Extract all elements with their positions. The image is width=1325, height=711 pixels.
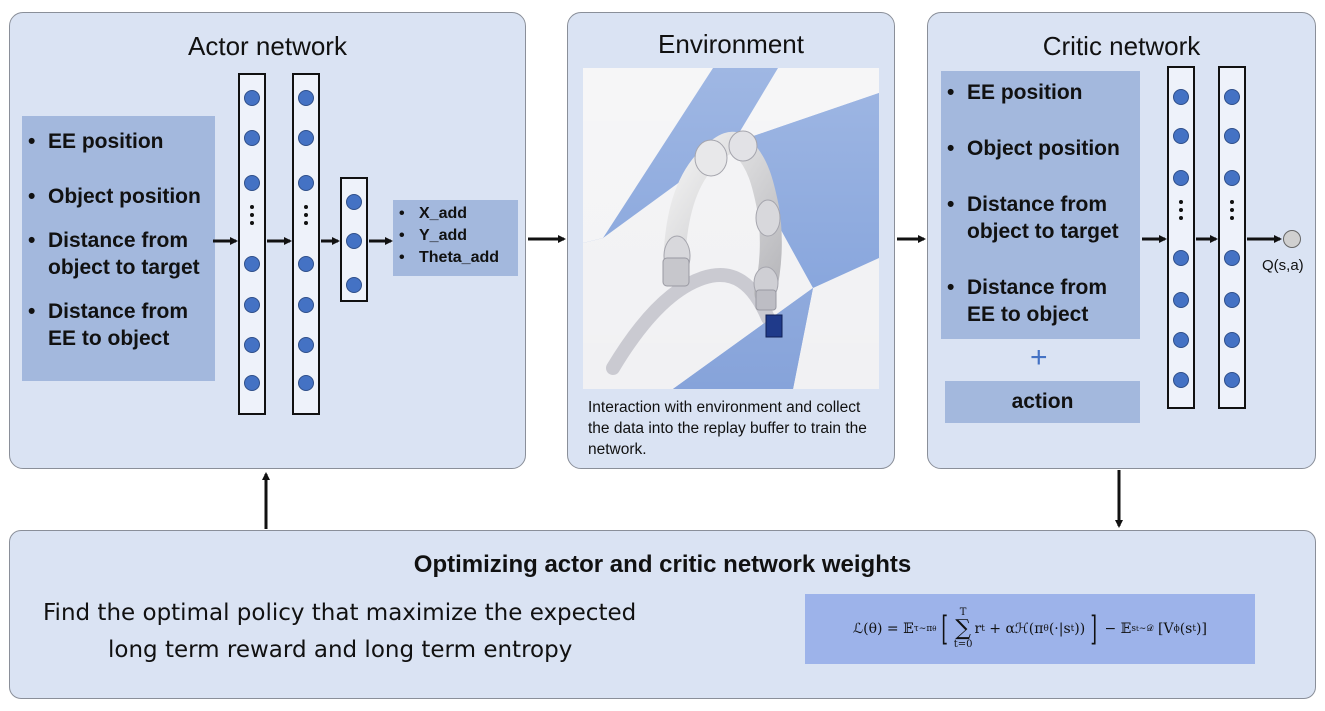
action-label: action: [1011, 390, 1074, 413]
ellipsis-dots: [1230, 200, 1234, 224]
loss-entropy: + αℋ(π: [989, 621, 1044, 637]
loss-entropy-sub: θ: [1043, 624, 1049, 634]
loss-entropy-close: )): [1074, 621, 1086, 637]
loss-minus: − 𝔼: [1104, 621, 1132, 637]
loss-reward: r: [974, 621, 982, 637]
sum-symbol: ∑: [955, 616, 971, 641]
sum-lower: t=0: [953, 639, 973, 650]
critic-input-box: EE position Object position Distance fro…: [941, 71, 1140, 339]
neuron: [1173, 250, 1189, 266]
environment-title: Environment: [658, 29, 804, 59]
ellipsis-dots: [304, 205, 308, 229]
neuron: [1173, 89, 1189, 105]
neuron: [1173, 170, 1189, 186]
neuron: [298, 297, 314, 313]
actor-output-box: X_add Y_add Theta_add: [393, 200, 518, 276]
optimization-description-line2: long term reward and long term entropy: [108, 637, 573, 663]
actor-output-item: X_add: [393, 203, 518, 225]
neuron: [346, 277, 362, 293]
neuron: [298, 90, 314, 106]
critic-input-item: Distance from object to target: [941, 191, 1140, 245]
loss-expect1-sub: τ∼π: [913, 624, 933, 634]
neuron: [244, 256, 260, 272]
neuron: [1224, 128, 1240, 144]
robot-arm-scene: [583, 68, 879, 389]
actor-input-item: Object position: [22, 183, 215, 210]
actor-input-item: Distance from object to target: [22, 227, 215, 281]
loss-expect2-sub: s: [1131, 624, 1136, 634]
optimization-title: Optimizing actor and critic network weig…: [413, 551, 912, 578]
actor-output-item: Theta_add: [393, 247, 518, 269]
neuron: [346, 194, 362, 210]
neuron: [1173, 332, 1189, 348]
actor-output-item: Y_add: [393, 225, 518, 247]
critic-input-item: Object position: [941, 135, 1140, 162]
loss-value-arg: (s: [1179, 621, 1193, 637]
neuron: [1224, 372, 1240, 388]
critic-input-item: EE position: [941, 79, 1140, 106]
actor-input-item: EE position: [22, 128, 215, 155]
optimization-panel: Optimizing actor and critic network weig…: [9, 530, 1316, 699]
ellipsis-dots: [1179, 200, 1183, 224]
neuron: [298, 175, 314, 191]
neuron: [1224, 170, 1240, 186]
loss-entropy-rest-sub: t: [1070, 624, 1075, 634]
neuron: [244, 90, 260, 106]
neuron: [298, 337, 314, 353]
critic-hidden-layer-2: [1218, 66, 1246, 409]
loss-value: V: [1163, 621, 1174, 637]
actor-input-item: Distance from EE to object: [22, 298, 215, 352]
actor-input-box: EE position Object position Distance fro…: [22, 116, 215, 381]
neuron: [298, 256, 314, 272]
q-value-label: Q(s,a): [1262, 257, 1304, 274]
neuron: [1224, 292, 1240, 308]
loss-lhs: ℒ(θ) =: [853, 621, 899, 637]
neuron: [1173, 372, 1189, 388]
neuron: [1224, 89, 1240, 105]
optimization-description-line1: Find the optimal policy that maximize th…: [43, 600, 637, 626]
neuron: [1173, 128, 1189, 144]
loss-value-arg-sub: t: [1192, 624, 1196, 634]
neuron: [244, 130, 260, 146]
neuron: [1224, 250, 1240, 266]
action-box: action: [945, 381, 1140, 423]
neuron: [298, 130, 314, 146]
loss-expect1: 𝔼: [903, 621, 914, 637]
loss-value-close: ): [1196, 621, 1202, 637]
critic-hidden-layer-1: [1167, 66, 1195, 409]
loss-value-sub: ϕ: [1173, 624, 1180, 634]
ellipsis-dots: [250, 205, 254, 229]
sum-upper: T: [959, 607, 967, 618]
critic-network-title: Critic network: [1042, 31, 1201, 61]
neuron: [244, 375, 260, 391]
neuron: [298, 375, 314, 391]
loss-expect2-subsub: t: [1135, 625, 1139, 633]
critic-input-item: Distance from EE to object: [941, 274, 1140, 328]
neuron: [1173, 292, 1189, 308]
environment-caption: Interaction with environment and collect…: [588, 399, 867, 458]
q-value-node: [1283, 230, 1301, 248]
neuron: [1224, 332, 1240, 348]
actor-network-title: Actor network: [188, 31, 347, 61]
plus-sign: +: [1030, 341, 1048, 374]
neuron: [244, 337, 260, 353]
loss-entropy-rest: (·|s: [1048, 621, 1071, 637]
loss-reward-sub: t: [981, 624, 985, 634]
neuron: [244, 297, 260, 313]
loss-expect1-subsub: θ: [932, 625, 937, 633]
loss-expect2-sub2: ∼𝒟: [1138, 624, 1154, 634]
neuron: [244, 175, 260, 191]
neuron: [346, 233, 362, 249]
